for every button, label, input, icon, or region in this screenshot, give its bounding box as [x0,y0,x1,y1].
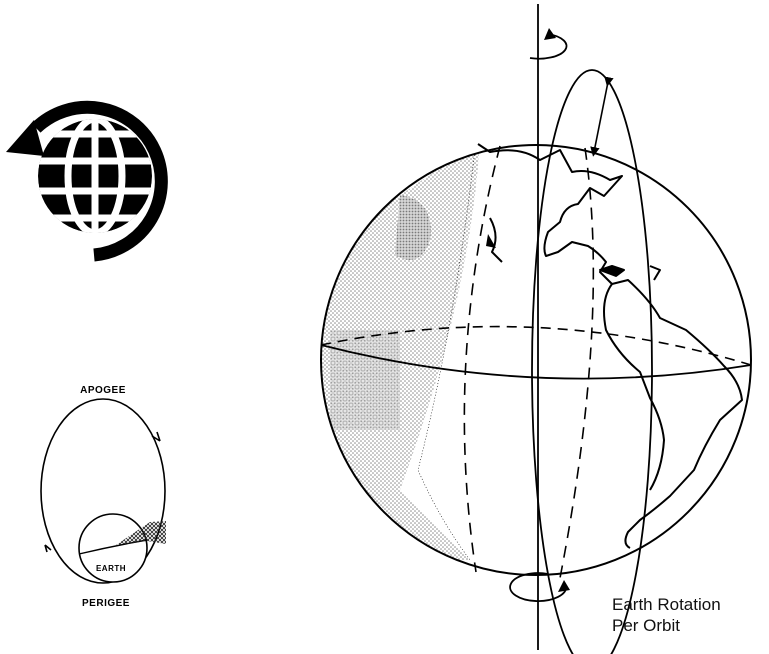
orbit-ellipse-diagram: APOGEE EARTH PERIGEE [41,385,166,609]
perigee-label: PERIGEE [82,598,130,609]
satellite-orbit [532,70,652,654]
top-rotation-arrow-icon [530,28,567,59]
continents [478,144,742,548]
caption-line-2: Per Orbit [612,615,721,636]
bottom-rotation-arrow-icon [510,573,570,601]
apogee-label: APOGEE [80,385,126,396]
earth-label: EARTH [96,564,126,573]
orbit-distance-arrow [594,82,608,152]
caption: Earth Rotation Per Orbit [612,594,721,636]
large-globe [321,4,751,654]
rotating-globe-icon [6,107,161,255]
caption-line-1: Earth Rotation [612,594,721,615]
